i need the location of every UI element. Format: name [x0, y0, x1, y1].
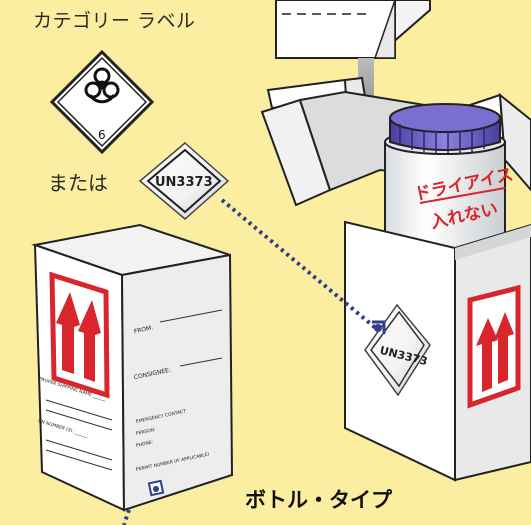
or-caption: または: [48, 171, 108, 195]
class-number: 6: [98, 128, 106, 142]
from-field: FROM:: [133, 324, 154, 335]
biohazard-icon: [84, 67, 120, 104]
shipping-box: PROPER SHIPPING NAME ______ UN NUMBER (S…: [31, 223, 234, 512]
corner-pointer-icon: [372, 320, 386, 334]
this-side-up-arrows-icon: [467, 284, 521, 409]
un3373-diamond-label: UN3373: [138, 142, 230, 220]
bottle-type-caption: ボトル・タイプ: [245, 488, 392, 512]
person-field: PERSON:: [135, 427, 156, 437]
category-label-caption: カテゴリー ラベル: [33, 10, 196, 32]
phone-field: PHONE:: [135, 439, 153, 448]
top-box: [275, 0, 431, 59]
un-small-text: UN3373: [155, 175, 213, 190]
this-side-up-arrows-icon: [49, 271, 110, 399]
class6-diamond-label: 6: [49, 49, 155, 155]
specimen-bottle: ドライアイス 入れない: [384, 103, 515, 249]
